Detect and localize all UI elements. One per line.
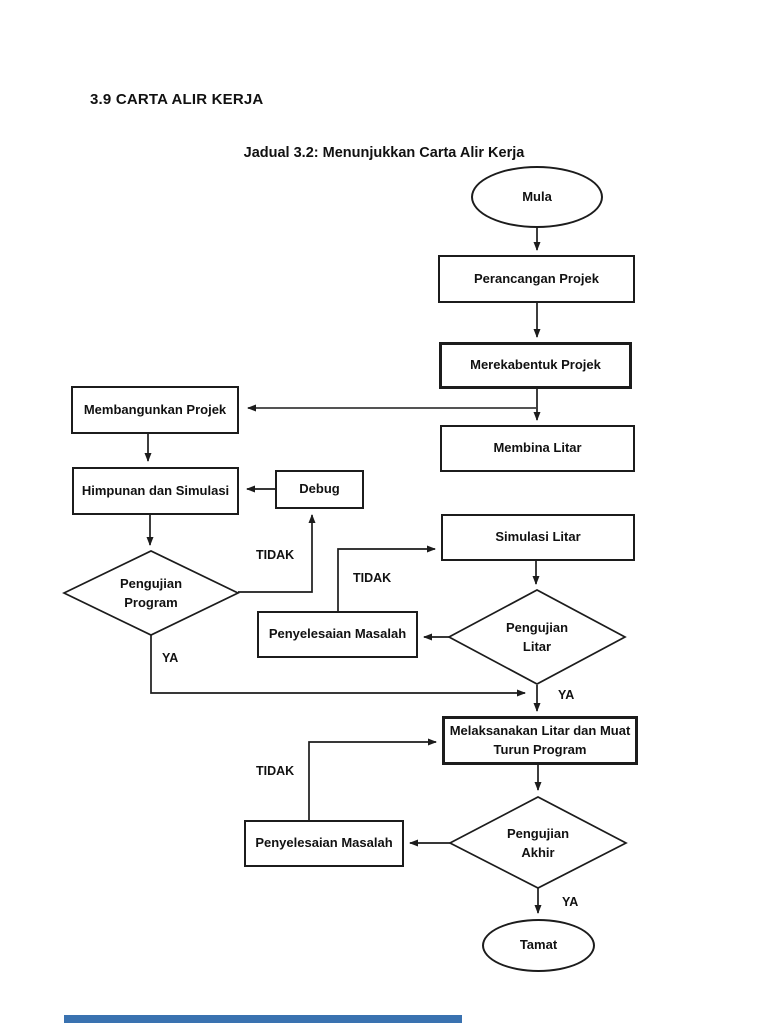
node-membangunkan-projek: Membangunkan Projek [71, 386, 239, 434]
node-debug-label: Debug [299, 481, 340, 497]
node-penyelesaian-masalah-2: Penyelesaian Masalah [244, 820, 404, 867]
node-himpunan-label: Himpunan dan Simulasi [81, 482, 230, 498]
edge-label-tidak-litar: TIDAK [353, 571, 392, 585]
node-penyelesaian-masalah-1: Penyelesaian Masalah [257, 611, 418, 658]
decision-pengujian-akhir-label: Pengujian Akhir [506, 825, 570, 861]
edge-label-tidak-akhir: TIDAK [256, 764, 295, 778]
node-perancangan-projek: Perancangan Projek [438, 255, 635, 303]
node-merekabentuk-projek: Merekabentuk Projek [439, 342, 632, 389]
node-penyelesaian1-label: Penyelesaian Masalah [268, 626, 407, 642]
node-perancangan-label: Perancangan Projek [474, 270, 599, 286]
bottom-progress-bar[interactable] [64, 1015, 462, 1023]
decision-pengujian-program-label: Pengujian Program [119, 575, 183, 611]
node-membina-label: Membina Litar [493, 440, 582, 456]
node-debug: Debug [275, 470, 364, 509]
edge-label-ya-akhir: YA [562, 895, 579, 909]
node-penyelesaian2-label: Penyelesaian Masalah [255, 835, 393, 851]
node-melaksanakan-line2: Turun Program [493, 741, 587, 757]
node-melaksanakan-litar: Melaksanakan Litar dan Muat Turun Progra… [442, 716, 638, 765]
node-tamat-label: Tamat [519, 937, 558, 953]
edge-label-tidak-program: TIDAK [256, 548, 295, 562]
node-simulasi-litar: Simulasi Litar [441, 514, 635, 561]
node-tamat: Tamat [482, 919, 595, 972]
node-himpunan-simulasi: Himpunan dan Simulasi [72, 467, 239, 515]
section-heading: 3.9 CARTA ALIR KERJA [90, 91, 264, 108]
node-melaksanakan-line1: Melaksanakan Litar dan Muat [449, 723, 631, 739]
node-membina-litar: Membina Litar [440, 425, 635, 472]
node-simulasi-label: Simulasi Litar [495, 529, 581, 545]
node-mula: Mula [471, 166, 603, 228]
edge-label-ya-litar: YA [558, 688, 575, 702]
edge-label-ya-program: YA [162, 651, 179, 665]
figure-caption: Jadual 3.2: Menunjukkan Carta Alir Kerja [243, 145, 525, 161]
connector-penyelesaian2-melaksanakan [308, 738, 437, 820]
decision-pengujian-litar-label: Pengujian Litar [505, 619, 569, 655]
node-membangunkan-label: Membangunkan Projek [83, 401, 227, 417]
node-melaksanakan-label: Melaksanakan Litar dan Muat Turun Progra… [450, 722, 631, 758]
node-mula-label: Mula [522, 188, 552, 204]
node-merekabentuk-label: Merekabentuk Projek [470, 357, 601, 373]
